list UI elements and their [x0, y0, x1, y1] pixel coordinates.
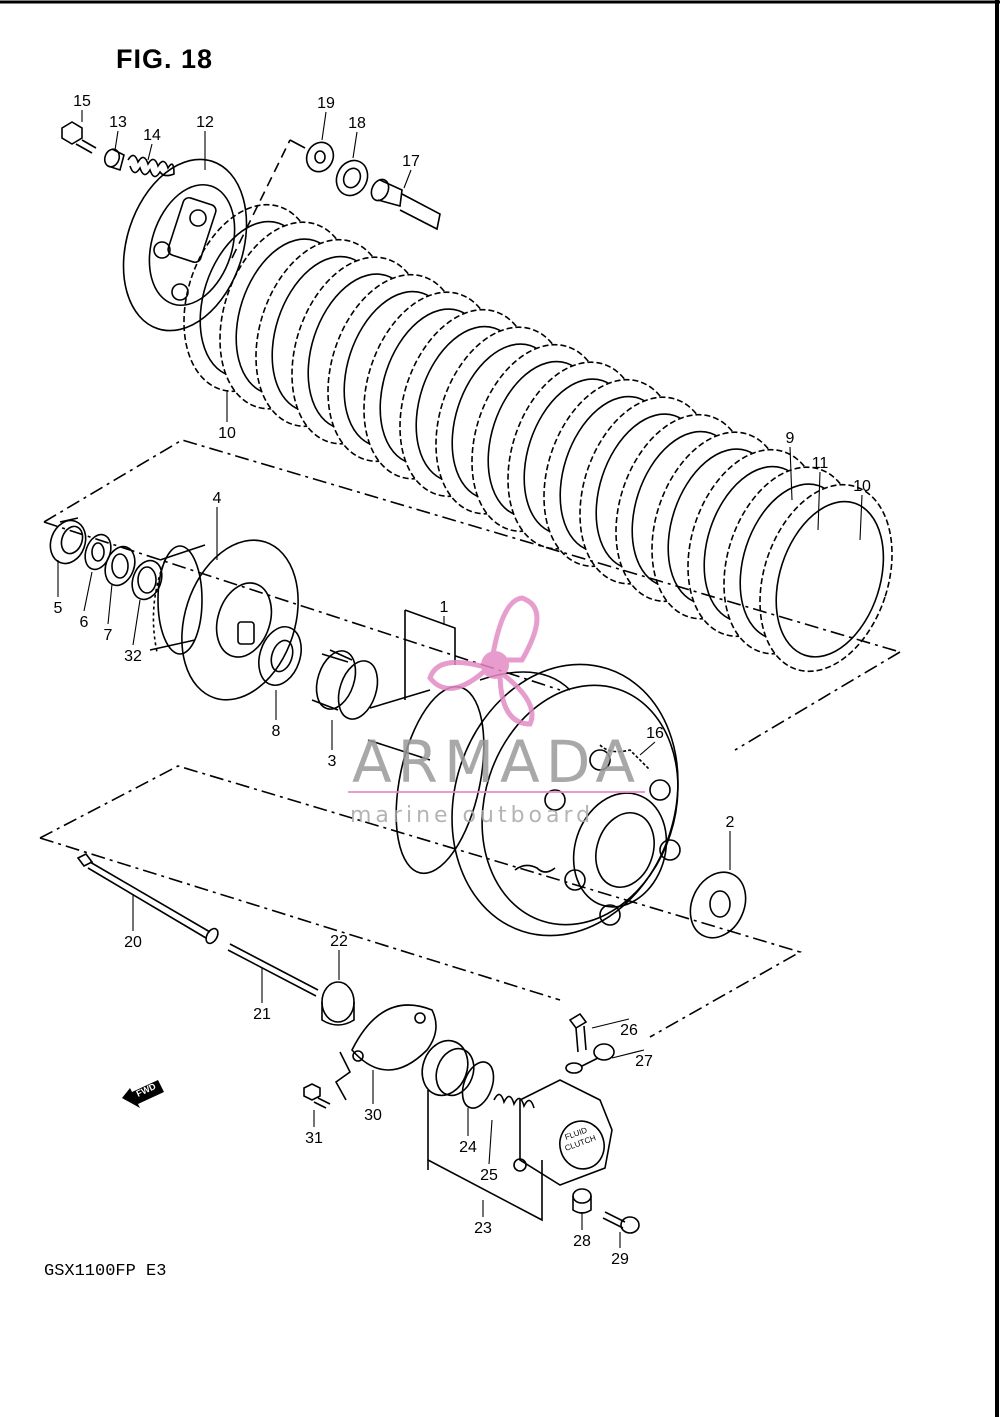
callout-leader — [817, 471, 821, 531]
callout-label: 24 — [459, 1139, 477, 1156]
release-bearing — [335, 159, 369, 197]
callout-label: 13 — [109, 114, 127, 131]
callout-leader — [83, 571, 93, 612]
forward-direction-arrow: FWD — [122, 1080, 164, 1108]
housing-washer — [689, 871, 747, 939]
callout-label: 6 — [80, 614, 89, 631]
callout-label: 31 — [305, 1130, 323, 1147]
callout-label: 29 — [611, 1251, 629, 1268]
callout-label: 3 — [328, 753, 337, 770]
callout-label: 23 — [474, 1220, 492, 1237]
clutch-spring — [127, 154, 175, 178]
callout-label: 12 — [196, 114, 214, 131]
callout-leader — [403, 169, 412, 189]
watermark-brand: ARMADA — [352, 728, 641, 796]
clutch-push-rod-short — [227, 943, 319, 997]
callout-label: 18 — [348, 115, 366, 132]
callout-label: 21 — [253, 1006, 271, 1023]
callout-label: 9 — [786, 430, 795, 447]
callout-leader — [114, 130, 119, 151]
cylinder-gasket — [334, 1004, 437, 1101]
mounting-bolt — [602, 1211, 640, 1234]
callout-leader — [611, 1049, 645, 1059]
needle-bearing — [311, 649, 379, 720]
callout-label: 22 — [330, 933, 348, 950]
callout-leader — [132, 599, 141, 646]
callout-leader — [321, 111, 327, 141]
push-piece — [370, 178, 441, 231]
spring-seat — [103, 148, 125, 172]
watermark-tagline: marine outboard — [350, 803, 594, 828]
callout-label: 2 — [726, 814, 735, 831]
callout-label: 17 — [402, 153, 420, 170]
callout-label: 8 — [272, 723, 281, 740]
bleeder-cap — [565, 1043, 615, 1074]
pressure-plate — [122, 158, 248, 332]
hub-washer — [258, 626, 302, 686]
callout-label: 7 — [104, 627, 113, 644]
piston-seal — [421, 1039, 495, 1109]
spacer-washer — [104, 545, 136, 587]
callout-label: 25 — [480, 1167, 498, 1184]
clutch-sleeve-hub — [149, 539, 299, 701]
clutch-push-rod-long — [76, 852, 219, 945]
callout-leader — [591, 1018, 630, 1029]
callout-label: 20 — [124, 934, 142, 951]
callout-label: 26 — [620, 1022, 638, 1039]
cylinder-bolt — [303, 1083, 331, 1109]
callout-label: 4 — [213, 490, 222, 507]
callout-label: 15 — [73, 93, 91, 110]
callout-label: 16 — [646, 725, 664, 742]
callout-label: 14 — [143, 127, 161, 144]
callout-label: 28 — [573, 1233, 591, 1250]
piston-spring — [493, 1093, 535, 1109]
callout-leader — [639, 741, 656, 756]
figure-title: FIG. 18 — [116, 44, 214, 74]
callout-leader — [488, 1119, 493, 1165]
callout-label: 10 — [218, 425, 236, 442]
clutch-slave-cylinder — [513, 1079, 613, 1186]
callout-label: 32 — [124, 648, 142, 665]
callout-label: 27 — [635, 1053, 653, 1070]
thin-washer — [131, 559, 163, 601]
clutch-piston — [321, 981, 355, 1026]
callout-leader — [789, 446, 793, 501]
callout-leader — [859, 494, 863, 541]
callout-label: 11 — [812, 455, 829, 472]
callout-label: 1 — [440, 599, 449, 616]
dowel-pin — [572, 1188, 592, 1214]
callout-label: 5 — [54, 600, 63, 617]
model-code: GSX1100FP E3 — [44, 1262, 167, 1281]
bleeder-valve — [568, 1012, 588, 1053]
oil-seal — [49, 517, 87, 565]
callout-label: 30 — [364, 1107, 382, 1124]
callout-leader — [352, 131, 358, 159]
watermark-logo: ARMADA marine outboard — [348, 595, 645, 828]
clutch-plate-stack — [183, 203, 893, 673]
callout-leader — [147, 143, 153, 161]
callout-leader — [107, 583, 113, 625]
thrust-washer — [305, 141, 335, 173]
callout-label: 19 — [317, 95, 335, 112]
driven-plate — [759, 483, 893, 673]
spring-bolt — [61, 121, 97, 154]
callout-label: 10 — [853, 478, 871, 495]
